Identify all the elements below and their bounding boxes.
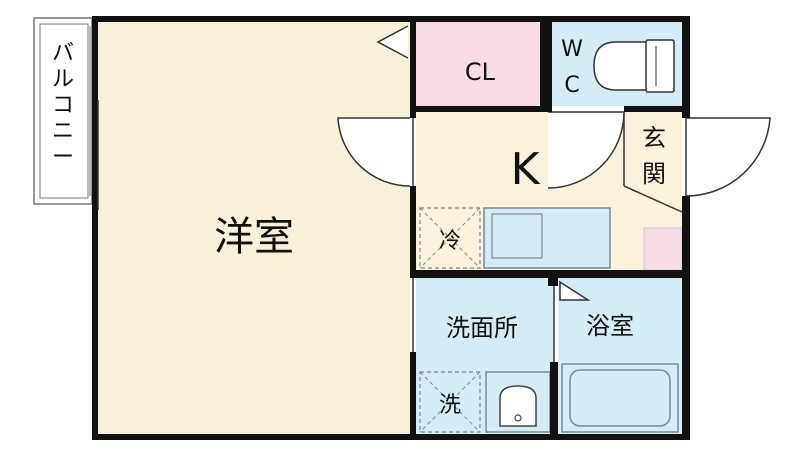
balcony-char: コ: [52, 93, 74, 118]
washer-space-cross: [419, 371, 481, 433]
bathtub: [561, 363, 679, 433]
washroom-label: 洗面所: [446, 314, 518, 342]
toilet-tank: [645, 39, 675, 93]
wall-closet-kitchen: [416, 106, 552, 112]
western-room: [98, 22, 410, 434]
kitchen-counter: [483, 207, 611, 269]
toilet-fixture: [593, 39, 675, 93]
fridge-space: 冷: [419, 207, 481, 269]
wall-western-kitchen-middle: [410, 186, 416, 278]
western-room-label: 洋室: [214, 214, 294, 260]
washer-space: 洗: [419, 371, 481, 433]
toilet-bowl: [593, 41, 646, 91]
entrance-shoe-box: [643, 227, 683, 271]
wash-basin-bowl: [499, 385, 537, 427]
door-swings: [337, 25, 771, 301]
closet-label: CL: [465, 58, 496, 86]
balcony-char: ー: [52, 145, 74, 170]
washer-label: 洗: [439, 393, 461, 418]
bathtub-inner: [569, 369, 671, 427]
door-swing-western: [337, 117, 411, 187]
wall-toilet-entrance: [624, 106, 690, 112]
wall-western-kitchen-upper: [410, 16, 416, 118]
wall-closet-toilet: [540, 16, 552, 112]
fridge-label: 冷: [439, 229, 461, 254]
wall-west: [92, 16, 98, 440]
toilet-label-line1: W: [561, 37, 583, 62]
wall-western-washroom: [410, 352, 416, 440]
entrance-label-line2: 関: [642, 160, 666, 188]
kitchen-sink: [491, 213, 543, 259]
door-swing-kitchen-toilet: [547, 111, 625, 189]
balcony-inner-line: [39, 23, 89, 199]
door-swing-entrance: [685, 117, 771, 197]
wall-south: [92, 434, 690, 440]
fridge-space-cross: [419, 207, 481, 269]
wall-north: [92, 16, 690, 22]
wall-washroom-bathroom: [550, 362, 558, 440]
thin-walls: [97, 100, 687, 362]
balcony-char: ル: [52, 67, 74, 92]
walls: [92, 16, 690, 440]
wall-east-upper: [682, 16, 690, 118]
balcony-outline: [33, 17, 93, 205]
wall-east-lower: [682, 196, 690, 440]
wash-basin-drain: [514, 414, 522, 422]
balcony-char: バ: [52, 41, 74, 66]
wall-stub: [548, 278, 558, 286]
entrance-step-line: [623, 185, 683, 213]
balcony: バ ル コ ニ ー: [33, 17, 93, 205]
balcony-char: ニ: [52, 119, 74, 144]
entrance-label-line1: 玄: [642, 124, 666, 152]
kitchen-label: K: [511, 144, 541, 195]
closet-room: [416, 22, 540, 106]
door-swing-closet: [376, 25, 409, 59]
wall-kitchen-wet-area: [410, 270, 690, 278]
bathroom-label: 浴室: [586, 312, 634, 340]
toilet-label-line2: C: [564, 73, 579, 98]
door-swing-bathroom: [559, 280, 591, 301]
wash-basin: [485, 371, 551, 433]
